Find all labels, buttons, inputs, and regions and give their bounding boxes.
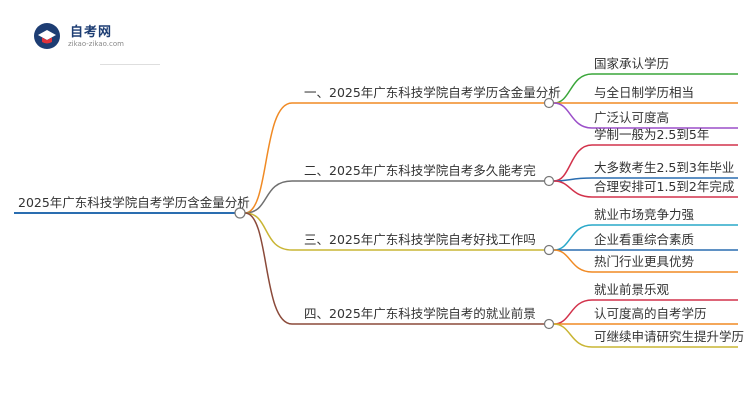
leaf-label[interactable]: 就业市场竞争力强	[594, 207, 695, 222]
branch-to-leaf-connector	[553, 224, 593, 251]
leaf-label[interactable]: 大多数考生2.5到3年毕业	[594, 160, 735, 175]
branch-to-leaf-connector	[553, 73, 593, 104]
branch-to-leaf-connector	[553, 323, 593, 348]
branch-to-leaf-connector	[553, 299, 593, 325]
leaf-label[interactable]: 热门行业更具优势	[594, 254, 695, 269]
branch-to-leaf-connector	[553, 144, 593, 182]
leaf-label[interactable]: 广泛认可度高	[594, 110, 670, 125]
root-node[interactable]	[234, 207, 246, 219]
root-to-branch-connector	[244, 212, 293, 251]
site-logo[interactable]: 自考网 zikao-zikao.com	[30, 18, 160, 65]
leaf-label[interactable]: 国家承认学历	[594, 56, 670, 71]
graduation-cap-icon	[34, 23, 60, 49]
branch-to-leaf-connector	[553, 249, 593, 273]
leaf-label[interactable]: 认可度高的自考学历	[594, 306, 707, 321]
logo-title: 自考网	[70, 25, 113, 40]
branch-label[interactable]: 三、2025年广东科技学院自考好找工作吗	[304, 232, 536, 247]
logo-divider	[100, 64, 160, 65]
leaf-label[interactable]: 合理安排可1.5到2年完成	[594, 179, 735, 194]
logo-subtitle: zikao-zikao.com	[68, 40, 124, 48]
branch-node[interactable]	[543, 244, 555, 256]
branch-to-leaf-connector	[553, 180, 593, 198]
branch-to-leaf-connector	[553, 102, 593, 129]
branch-node[interactable]	[543, 318, 555, 330]
branch-label[interactable]: 一、2025年广东科技学院自考学历含金量分析	[304, 85, 561, 100]
leaf-label[interactable]: 与全日制学历相当	[594, 85, 695, 100]
leaf-label[interactable]: 可继续申请研究生提升学历	[594, 329, 745, 344]
leaf-label[interactable]: 学制一般为2.5到5年	[594, 127, 710, 142]
branch-node[interactable]	[543, 97, 555, 109]
leaf-label[interactable]: 企业看重综合素质	[594, 232, 695, 247]
leaf-label[interactable]: 就业前景乐观	[594, 282, 670, 297]
branch-label[interactable]: 二、2025年广东科技学院自考多久能考完	[304, 163, 536, 178]
branch-label[interactable]: 四、2025年广东科技学院自考的就业前景	[304, 306, 536, 321]
branch-node[interactable]	[543, 175, 555, 187]
root-to-branch-connector	[244, 102, 293, 214]
root-node-label[interactable]: 2025年广东科技学院自考学历含金量分析	[18, 195, 250, 210]
root-to-branch-connector	[244, 212, 293, 325]
root-to-branch-connector	[244, 180, 293, 214]
